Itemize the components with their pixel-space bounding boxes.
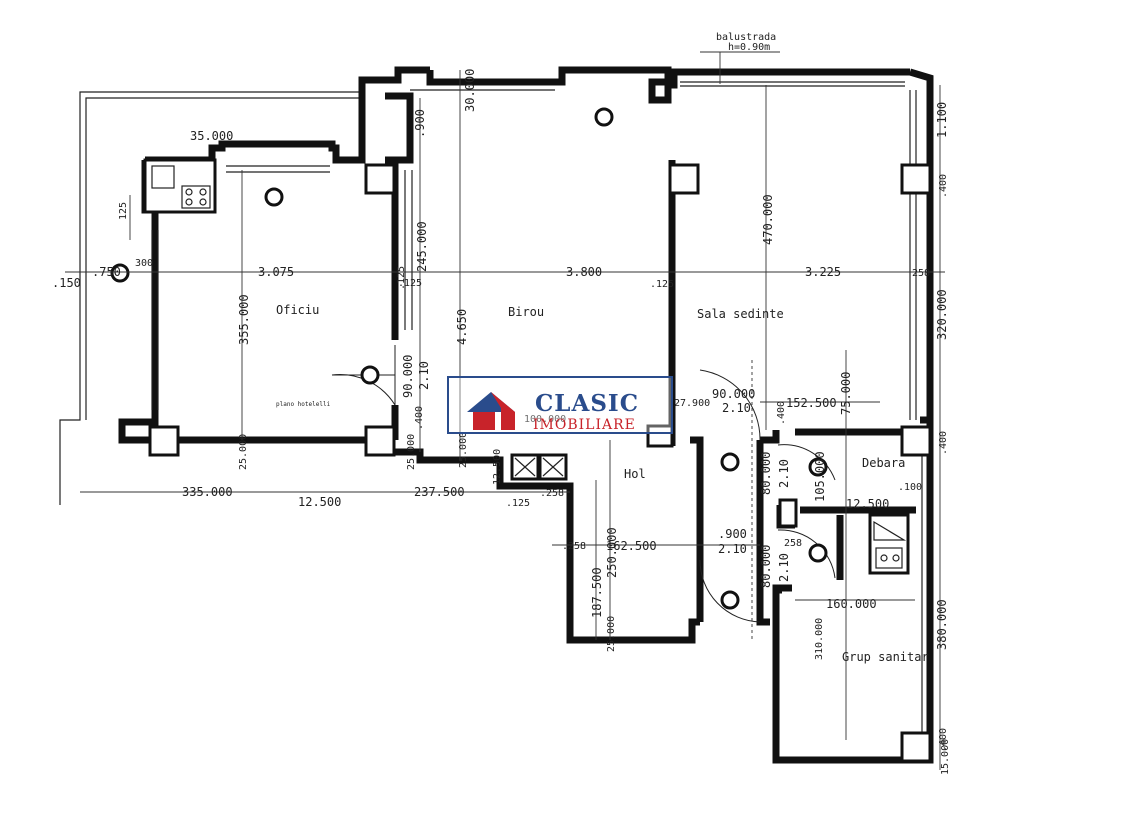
dim-125-b: .125 [396,266,407,290]
dim-210-d: 2.10 [777,459,791,488]
dim-320: 320.000 [935,289,949,340]
dim-1625: 162.500 [606,539,657,553]
dim-25-d: 25.000 [606,616,617,652]
dim-310: 310.000 [814,618,825,660]
dim-258-a: 258 [912,268,930,279]
dim-250: 250.000 [605,527,619,578]
dim-300: 300 [135,258,153,269]
dim-258-b: .258 [540,488,564,499]
dim-40-a: .400 [938,174,949,198]
house-logo-icon [467,392,515,430]
dim-25-c: 25.000 [458,432,469,468]
dim-25-a: 25.000 [238,434,249,470]
dim-470: 470.000 [761,194,775,245]
dim-380: 380.000 [935,599,949,650]
balustrada-label: balustrada [716,32,776,43]
dim-4650: 4.650 [455,309,469,345]
dim-40-d: .400 [414,406,425,430]
dim-3800: 3.800 [566,265,602,279]
logo-brand: CLASIC [535,390,639,417]
dim-90-b: 90.000 [712,387,755,401]
dim-1875: 187.500 [590,567,604,618]
dim-900-a: .900 [413,109,427,138]
room-labels: Oficiu Birou Sala sedinte Hol Grup sanit… [276,32,929,664]
room-sala-sedinte: Sala sedinte [697,307,784,321]
dim-355: 355.000 [237,294,251,345]
structural-columns [148,163,932,763]
dim-35: 35.000 [190,129,233,143]
dim-40-c: .400 [938,728,949,752]
window-lines [151,81,923,740]
clasic-imobiliare-logo: CLASIC IMOBILIARE [447,376,673,434]
dim-100: 100.000 [524,414,566,425]
debara-label: Debara [862,456,905,470]
dim-3075: 3.075 [258,265,294,279]
dim-160: 160.000 [826,597,877,611]
dim-125-g: .125 [650,279,674,290]
dimension-lines [65,70,945,770]
room-grup-sanitar: Grup sanitar [842,650,929,664]
room-oficiu: Oficiu [276,303,319,317]
dim-12500-b: 12.500 [846,497,889,511]
dim-125-f: .125 [398,278,422,289]
dim-80-a: 80.000 [759,452,773,495]
dimension-labels: 3.075 3.800 3.225 .750 .150 300 .125 .12… [52,69,951,775]
dim-12500-a: 12.500 [298,495,341,509]
dim-3225: 3.225 [805,265,841,279]
dim-25-b: 25.000 [406,434,417,470]
dim-90-a: 90.000 [401,355,415,398]
light-fixtures [110,107,828,610]
dim-210-a: 2.10 [417,361,431,390]
dim-258-d: 258 [784,538,802,549]
dim-75: 75.000 [839,372,853,415]
dim-40-b: .400 [938,431,949,455]
terrace-outline [59,91,360,505]
dim-245: 245.000 [415,221,429,272]
dim-1100: 1.100 [935,102,949,138]
dim-80-b: 80.000 [759,545,773,588]
dim-1250: 12.500 [492,449,503,485]
room-hol: Hol [624,467,646,481]
small-note: plano hotelelli [276,401,331,408]
dim-2375: 237.500 [414,485,465,499]
dim-210-b: 2.10 [722,401,751,415]
balustrade-leader [700,51,780,84]
room-birou: Birou [508,305,544,319]
logo-sub: IMOBILIARE [533,417,636,433]
dim-258-c: .258 [562,541,586,552]
balustrada-height: h=0.90m [728,42,770,53]
dim-279: 27.900 [674,398,710,409]
dim-100b: .100 [898,482,922,493]
ventilation-shafts [510,453,910,575]
dim-15: 15.000 [940,739,951,775]
dim-30: 30.000 [463,69,477,112]
dim-210-c: 2.10 [718,542,747,556]
dim-150: .150 [52,276,81,290]
dim-900-b: .900 [718,527,747,541]
dim-105: 105.000 [813,451,827,502]
dim-1525: 152.500 [786,396,837,410]
dim-210-e: 2.10 [777,553,791,582]
kitchenette [143,158,217,214]
dim-125-h: .125 [506,498,530,509]
dim-125-a: 125 [118,202,129,220]
dim-335: 335.000 [182,485,233,499]
dim-750: .750 [92,265,121,279]
dim-40-e: .400 [776,401,787,425]
